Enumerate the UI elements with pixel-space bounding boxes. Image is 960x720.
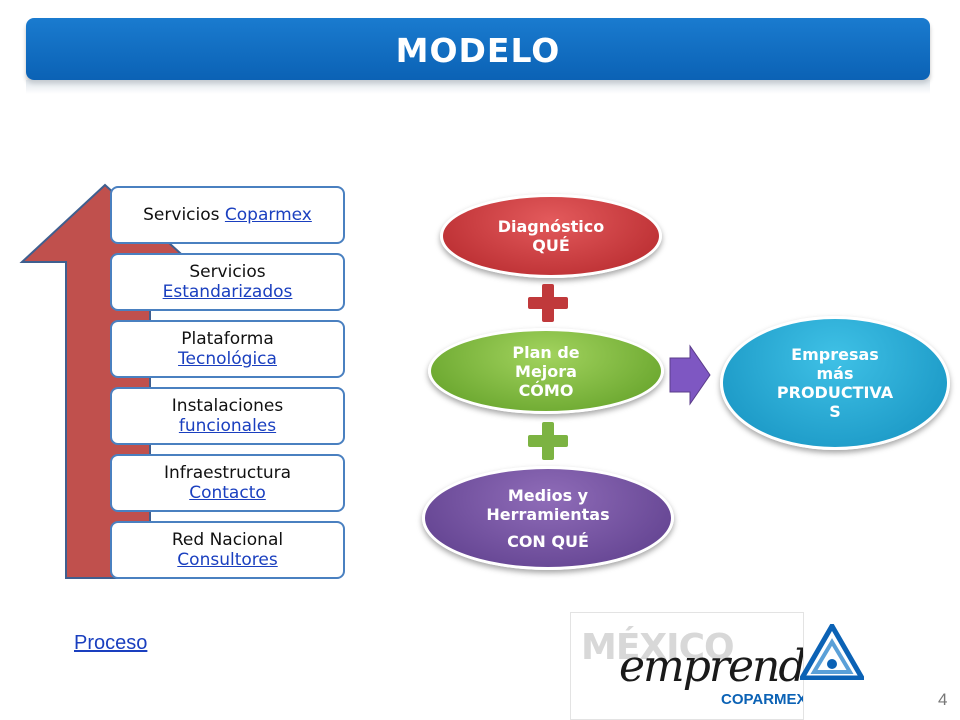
logo-word-mexico: MÉXICO — [581, 627, 735, 668]
plan-label-3: CÓMO — [518, 380, 574, 400]
resultado-label-2: más — [816, 364, 854, 383]
stair-link-estandarizados[interactable]: Estandarizados — [162, 282, 293, 302]
page-number: 4 — [938, 690, 948, 709]
logo-word-coparmex: COPARMEX — [721, 691, 804, 708]
stair-label: Red Nacional — [171, 530, 284, 550]
resultado-label-3: PRODUCTIVA — [776, 383, 894, 402]
mexico-emprende-logo: MÉXICO emprende COPARMEX — [570, 612, 804, 720]
medios-label-2: Herramientas — [486, 504, 610, 524]
proceso-link[interactable]: Proceso — [74, 632, 148, 654]
medios-node: Medios y Herramientas CON QUÉ — [422, 466, 674, 570]
stair-link-funcionales[interactable]: funcionales — [178, 416, 277, 436]
plan-node: Plan de Mejora CÓMO — [428, 328, 664, 414]
stair-box-red-nacional-consultores[interactable]: Red Nacional Consultores — [110, 521, 345, 579]
title-bar: MODELO — [26, 18, 930, 80]
diagnostico-sub: QUÉ — [532, 236, 570, 255]
stair-box-servicios-coparmex[interactable]: Servicios Coparmex — [110, 186, 345, 244]
stair-line: Servicios Coparmex — [143, 205, 312, 225]
coparmex-emblem-icon — [800, 624, 864, 680]
stair-label: Infraestructura — [163, 463, 292, 483]
stair-box-infraestructura-contacto[interactable]: Infraestructura Contacto — [110, 454, 345, 512]
slide-title: MODELO — [395, 31, 561, 70]
stair-box-servicios-estandarizados[interactable]: Servicios Estandarizados — [110, 253, 345, 311]
stair-link-consultores[interactable]: Consultores — [177, 550, 278, 570]
medios-label-1: Medios y — [507, 485, 589, 505]
plus-red-icon — [528, 284, 568, 322]
stair-box-plataforma-tecnologica[interactable]: Plataforma Tecnológica — [110, 320, 345, 378]
diagnostico-node: Diagnóstico QUÉ — [440, 194, 662, 278]
stair-box-instalaciones-funcionales[interactable]: Instalaciones funcionales — [110, 387, 345, 445]
resultado-label-4: S — [829, 402, 841, 421]
stair-label: Servicios — [189, 262, 266, 282]
stair-label: Instalaciones — [171, 396, 284, 416]
resultado-node: Empresas más PRODUCTIVA S — [720, 316, 950, 450]
plan-label-2: Mejora — [515, 361, 577, 381]
title-underline — [26, 80, 930, 94]
medios-label-3: CON QUÉ — [507, 531, 589, 551]
stair-link-coparmex[interactable]: Coparmex — [224, 205, 312, 225]
logo-word-emprende: emprende — [619, 641, 804, 692]
stair-link-contacto[interactable]: Contacto — [189, 483, 266, 503]
stair-link-tecnologica[interactable]: Tecnológica — [178, 349, 277, 369]
stair-label: Servicios — [143, 205, 220, 225]
resultado-label-1: Empresas — [791, 345, 879, 364]
stair-label: Plataforma — [181, 329, 274, 349]
plus-green-icon — [528, 422, 568, 460]
diagnostico-label: Diagnóstico — [497, 217, 605, 236]
plan-label-1: Plan de — [512, 342, 580, 362]
chevron-right-icon — [669, 344, 711, 406]
